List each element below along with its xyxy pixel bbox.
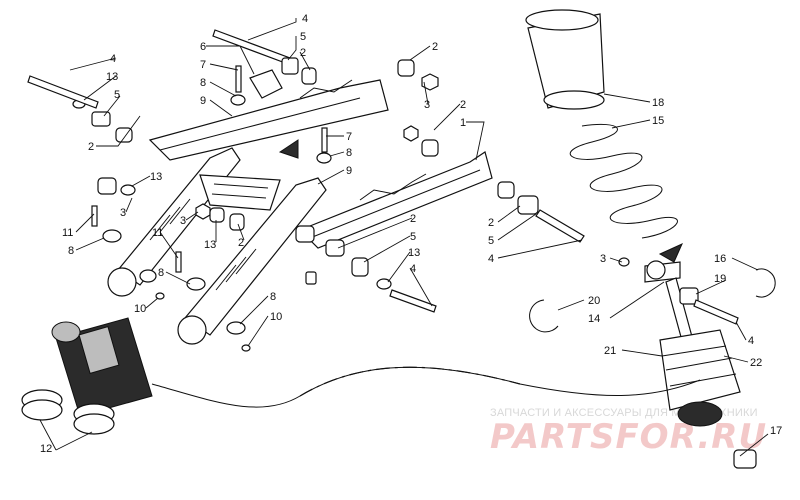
callout-4-lower: 4 xyxy=(410,263,416,275)
callout-8-mid: 8 xyxy=(346,147,352,159)
left-bushings xyxy=(27,75,136,196)
middle-hardware xyxy=(91,127,332,352)
callout-9-mid: 9 xyxy=(346,165,352,177)
callout-9-top: 9 xyxy=(200,95,206,107)
arrow-indicator-right xyxy=(658,243,683,263)
callout-7-top: 7 xyxy=(200,59,206,71)
callout-8-top: 8 xyxy=(200,77,206,89)
callout-21: 21 xyxy=(604,345,616,357)
top-hardware xyxy=(212,29,439,157)
callout-2-center: 2 xyxy=(238,237,244,249)
callout-2-mid-right: 2 xyxy=(460,99,466,111)
callout-22: 22 xyxy=(750,357,762,369)
callout-2-left: 2 xyxy=(88,141,94,153)
callout-4-top: 4 xyxy=(302,13,308,25)
callout-4-left: 4 xyxy=(110,53,116,65)
callout-1: 1 xyxy=(460,117,466,129)
callout-18: 18 xyxy=(652,97,664,109)
callout-4-shock: 4 xyxy=(748,335,754,347)
callout-19: 19 xyxy=(714,273,726,285)
callout-2-right: 2 xyxy=(488,217,494,229)
callout-14: 14 xyxy=(588,313,600,325)
callout-8-lower: 8 xyxy=(270,291,276,303)
leader-lines xyxy=(39,18,769,457)
callout-16: 16 xyxy=(714,253,726,265)
arrow-indicator-left xyxy=(278,139,299,159)
callout-5-right: 5 xyxy=(488,235,494,247)
callout-2-top: 2 xyxy=(300,47,306,59)
callout-20: 20 xyxy=(588,295,600,307)
callout-11-center: 11 xyxy=(152,227,163,239)
callout-2-lower: 2 xyxy=(410,213,416,225)
upper-rail-arm xyxy=(148,79,493,249)
callout-11-left: 11 xyxy=(62,227,73,239)
callout-10-lower: 10 xyxy=(270,311,282,323)
callout-3-left: 3 xyxy=(120,207,126,219)
callout-13-left-lower: 13 xyxy=(150,171,162,183)
callout-15: 15 xyxy=(652,115,664,127)
watermark-brand: PARTSFOR.RU xyxy=(490,417,767,457)
reservoir-and-hose xyxy=(21,317,701,435)
callout-4-right: 4 xyxy=(488,253,494,265)
callout-12: 12 xyxy=(40,443,52,455)
callout-5-top: 5 xyxy=(300,31,306,43)
callout-labels: 4 5 6 2 7 8 9 2 3 2 1 4 13 5 2 13 3 7 8 … xyxy=(40,13,782,455)
callout-8-center: 8 xyxy=(158,267,164,279)
callout-3-shock: 3 xyxy=(600,253,606,265)
left-rail-arm xyxy=(107,147,327,345)
callout-17: 17 xyxy=(770,425,782,437)
callout-3-center: 3 xyxy=(180,215,186,227)
callout-5-lower: 5 xyxy=(410,231,416,243)
callout-10-left: 10 xyxy=(134,303,146,315)
callout-13-lower: 13 xyxy=(408,247,420,259)
callout-3-top: 3 xyxy=(424,99,430,111)
callout-6: 6 xyxy=(200,41,206,53)
callout-7-mid: 7 xyxy=(346,131,352,143)
callout-5-left: 5 xyxy=(114,89,120,101)
callout-13-left: 13 xyxy=(106,71,118,83)
lower-hardware xyxy=(325,181,585,313)
callout-2-top-right: 2 xyxy=(432,41,438,53)
callout-8-left: 8 xyxy=(68,245,74,257)
shock-assembly xyxy=(525,9,776,469)
callout-13-center: 13 xyxy=(204,239,216,251)
